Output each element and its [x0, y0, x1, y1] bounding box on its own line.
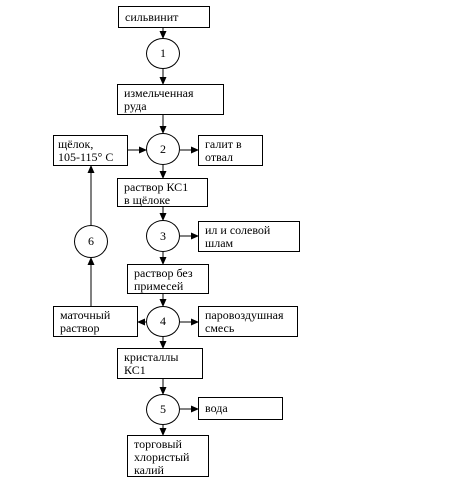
step-2-circle: 2	[146, 133, 180, 165]
box-steam-air: паровоздушная смесь	[198, 306, 298, 337]
box-product: торговый хлористый калий	[127, 435, 209, 477]
box-halite: галит в отвал	[198, 135, 263, 166]
step-1-circle: 1	[146, 38, 180, 69]
step-3-circle: 3	[146, 220, 180, 252]
box-pure-solution: раствор без примесей	[127, 264, 209, 294]
step-6-circle: 6	[74, 225, 108, 258]
box-crushed-ore: измельченная руда	[117, 84, 224, 115]
box-liquor: щёлок, 105-115° С	[53, 135, 128, 166]
box-silt-slime: ил и солевой шлам	[198, 221, 300, 252]
step-4-circle: 4	[146, 306, 180, 337]
box-mother-liquor: маточный раствор	[53, 306, 138, 337]
box-kcl-solution: раствор КС1 в щёлоке	[117, 178, 208, 207]
box-sylvinite: сильвинит	[118, 6, 210, 28]
box-crystals: кристаллы КС1	[117, 348, 203, 379]
step-5-circle: 5	[146, 394, 180, 425]
box-water: вода	[198, 397, 283, 420]
